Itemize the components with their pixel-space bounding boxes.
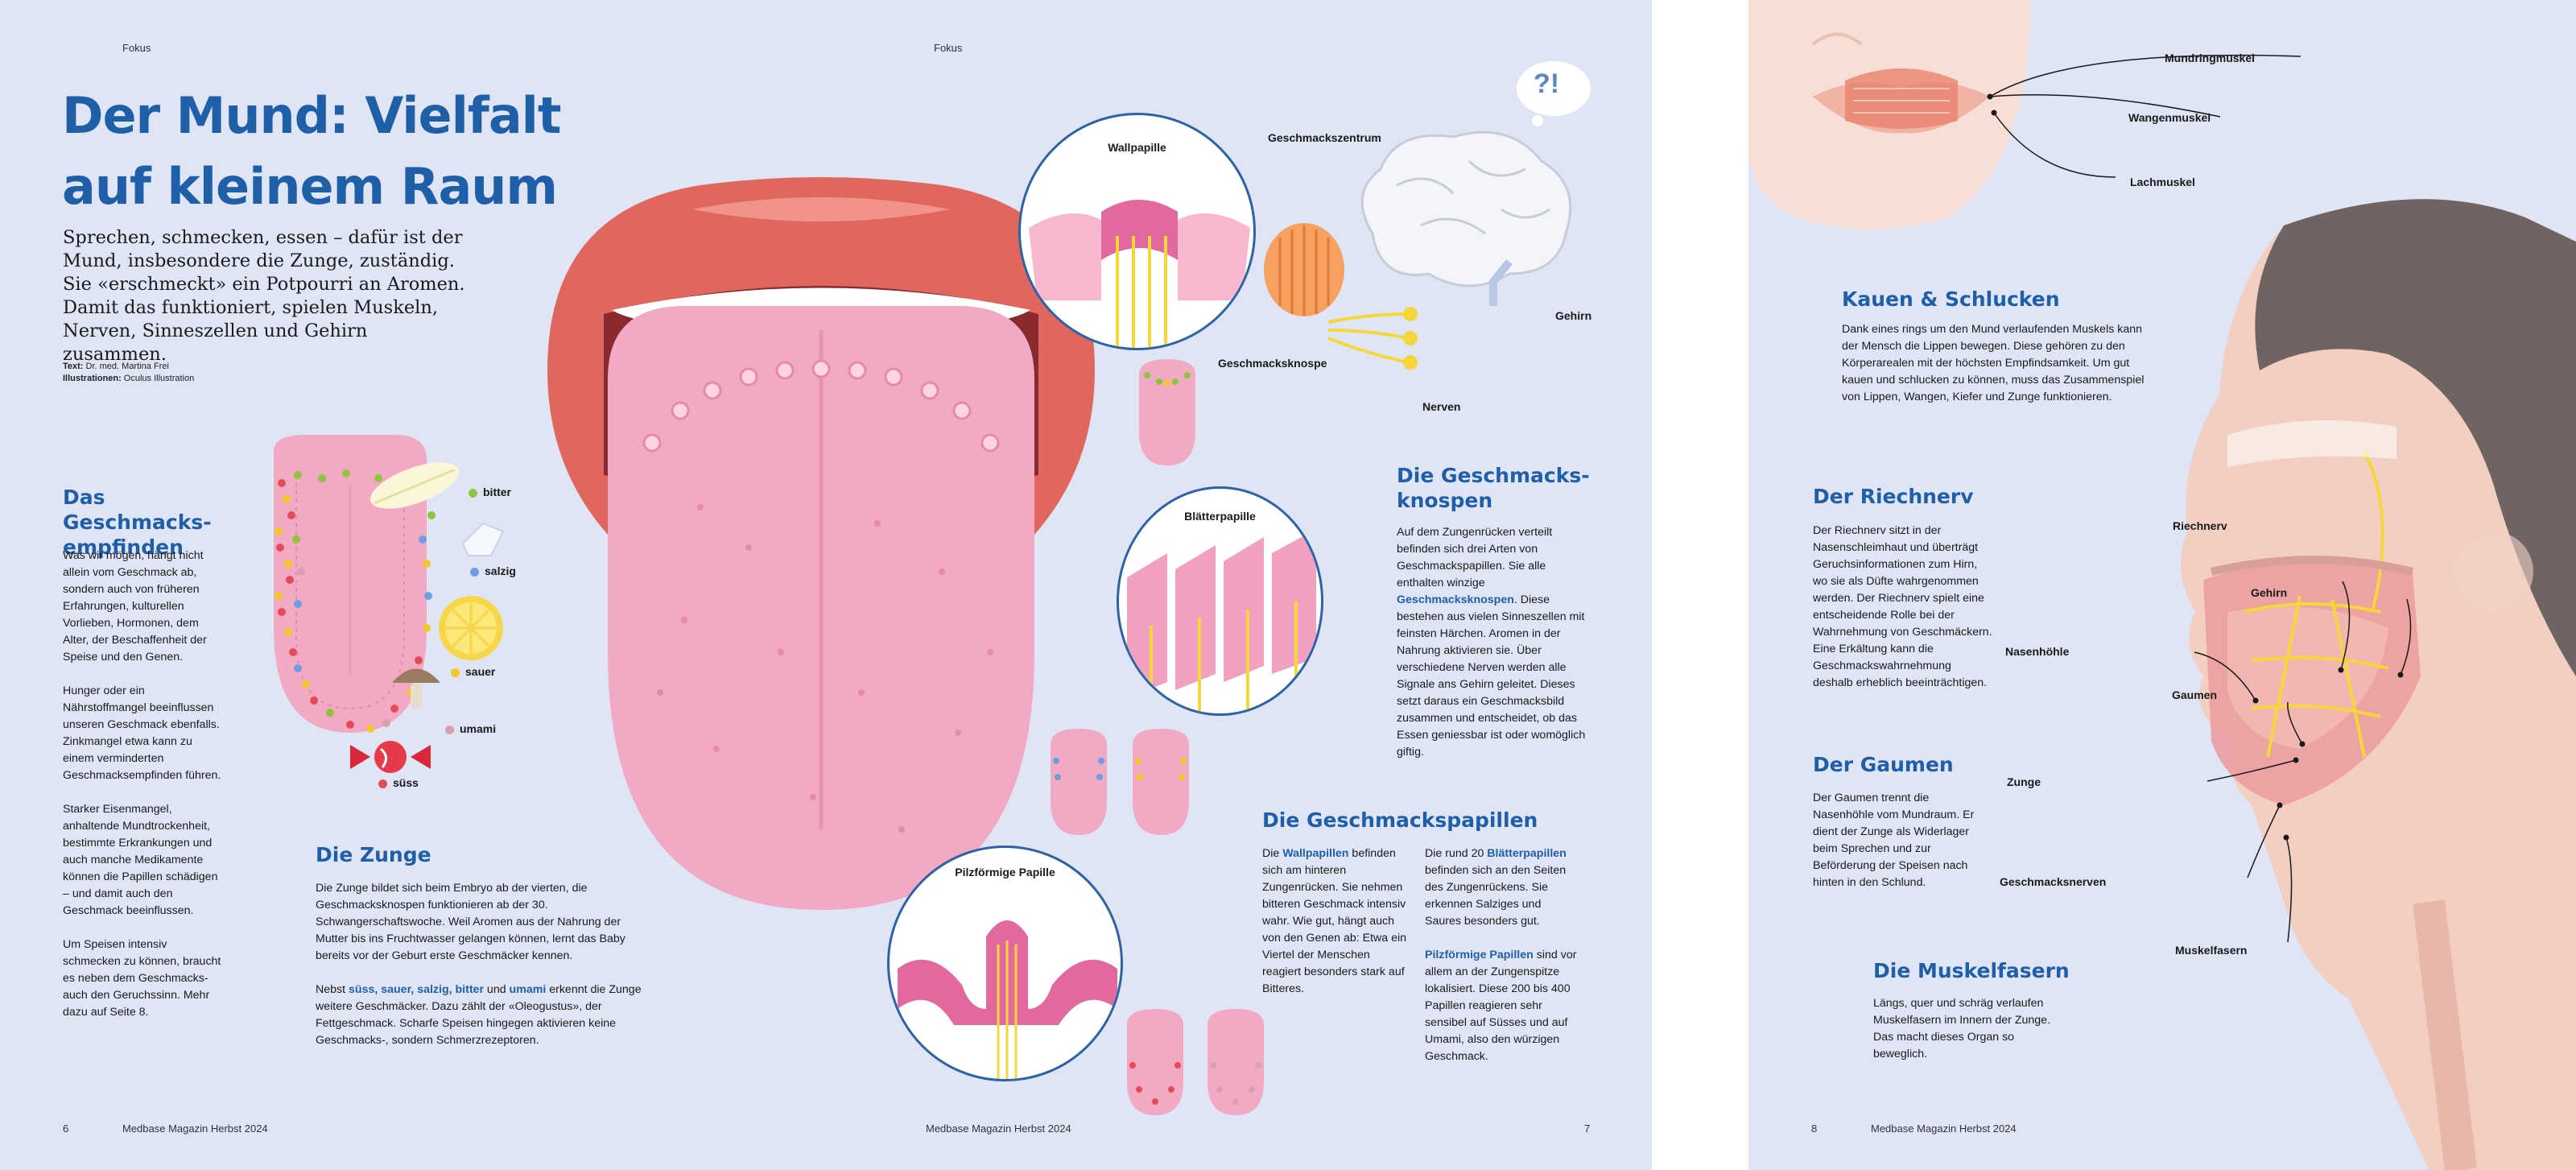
mini-tongue-wallpapillen	[1139, 359, 1195, 465]
pilzfoermige-papille-illustration	[898, 920, 1117, 1079]
taste-label-sauer: sauer	[451, 665, 495, 678]
mini-tongue-blaetterpapillen-1	[1051, 729, 1107, 835]
page-number-6: 6	[63, 1122, 69, 1135]
face-leader-lines	[1987, 54, 2301, 178]
label-pilzfoermige-papille: Pilzförmige Papille	[955, 866, 1055, 879]
heading-muskelfasern: Die Muskelfasern	[1873, 959, 2070, 982]
text-geschmackspapillen-col2: Die rund 20 Blätterpapillen befinden sic…	[1425, 847, 1577, 1063]
label-mundringmuskel: Mundringmuskel	[2165, 52, 2256, 64]
mushroom-icon	[392, 668, 440, 709]
label-zunge: Zunge	[2007, 775, 2041, 788]
face-mouth-illustration	[1748, 0, 2030, 229]
label-gaumen: Gaumen	[2172, 688, 2218, 701]
text-geschmacksknospen: Auf dem Zungenrücken verteilt befinden s…	[1397, 526, 1586, 759]
text-kauen-schlucken: Dank eines rings um den Mund verlaufende…	[1842, 323, 2145, 403]
text-zunge: Die Zunge bildet sich beim Embryo ab der…	[316, 882, 642, 1047]
kicker-page-6: Fokus	[122, 42, 151, 54]
suess-dot-icon	[378, 779, 387, 788]
label-gehirn-right: Gehirn	[2251, 586, 2288, 599]
head-profile-illustration	[2181, 199, 2576, 1170]
mouth-tongue-illustration	[547, 177, 1095, 910]
label-gehirn: Gehirn	[1555, 309, 1592, 322]
label-nasenhoehle: Nasenhöhle	[2005, 645, 2070, 658]
kicker-page-7: Fokus	[934, 42, 963, 54]
taste-label-salzig: salzig	[470, 564, 516, 577]
label-blaetterpapille: Blätterpapille	[1184, 510, 1256, 523]
thought-bubble-icon	[1517, 61, 1591, 126]
bitter-dot-icon	[469, 488, 477, 498]
lead-paragraph: Sprechen, schmecken, essen – dafür ist d…	[63, 227, 465, 365]
label-lachmuskel: Lachmuskel	[2130, 176, 2195, 188]
heading-geschmacksempfinden: Das Geschmacks-empfinden	[63, 486, 212, 559]
head-leader-lines	[2194, 581, 2412, 943]
taste-label-umami: umami	[445, 722, 496, 735]
thought-bubble-text: ?!	[1534, 68, 1560, 99]
taste-label-bitter: bitter	[469, 486, 511, 498]
footer-magazine-6: Medbase Magazin Herbst 2024	[122, 1122, 268, 1135]
text-geschmackspapillen-col1: Die Wallpapillen befinden sich am hinter…	[1262, 847, 1407, 995]
brain-illustration	[1360, 130, 1572, 306]
footer-magazine-8: Medbase Magazin Herbst 2024	[1871, 1122, 2017, 1135]
pilzfoermige-papille-detail-circle: Pilzförmige Papille	[887, 845, 1123, 1081]
candy-icon	[350, 741, 431, 773]
lemon-slice-icon	[439, 596, 503, 660]
label-geschmackszentrum: Geschmackszentrum	[1268, 131, 1381, 144]
text-gaumen: Der Gaumen trennt die Nasenhöhle vom Mun…	[1813, 792, 1975, 889]
label-geschmacksnerven: Geschmacksnerven	[2000, 875, 2107, 888]
taste-label-suess: süss	[378, 776, 419, 789]
blaetterpapille-illustration	[1127, 529, 1316, 713]
text-riechnerv: Der Riechnerv sitzt in der Nasenschleimh…	[1813, 524, 1992, 689]
taste-map-tongue-illustration	[274, 435, 427, 733]
nerves-illustration	[1327, 307, 1418, 370]
label-nerven: Nerven	[1422, 400, 1461, 413]
spread-page-8: Mundringmuskel Wangenmuskel Lachmuskel R…	[1748, 0, 2576, 1170]
heading-riechnerv: Der Riechnerv	[1813, 485, 1974, 508]
label-riechnerv: Riechnerv	[2173, 519, 2227, 532]
label-wallpapille: Wallpapille	[1108, 141, 1166, 154]
heading-gaumen: Der Gaumen	[1813, 753, 1954, 776]
heading-zunge: Die Zunge	[316, 843, 431, 866]
heading-kauen-schlucken: Kauen & Schlucken	[1842, 287, 2060, 311]
text-muskelfasern: Längs, quer und schräg verlaufen Muskelf…	[1873, 997, 2051, 1060]
blaetterpapille-detail-circle: Blätterpapille	[1117, 486, 1323, 716]
spread-pages-6-7: Fokus Fokus Der Mund: Vielfalt auf klein…	[0, 0, 1652, 1170]
wallpapille-detail-circle: Wallpapille	[1018, 113, 1256, 350]
page-title: Der Mund: Vielfalt auf kleinem Raum	[62, 86, 562, 216]
heading-geschmackspapillen: Die Geschmackspapillen	[1262, 808, 1538, 832]
heading-geschmacksknospen: Die Geschmacks-knospen	[1397, 464, 1590, 512]
mini-tongue-blaetterpapillen-2	[1133, 729, 1189, 835]
label-geschmacksknospe: Geschmacksknospe	[1218, 357, 1327, 370]
page-number-8: 8	[1811, 1122, 1818, 1135]
footer-magazine-7: Medbase Magazin Herbst 2024	[926, 1122, 1071, 1135]
label-muskelfasern: Muskelfasern	[2175, 944, 2248, 957]
mini-tongue-pilzfoermige-2	[1208, 1009, 1264, 1115]
credits: Text: Dr. med. Martina Frei Illustration…	[63, 362, 195, 383]
umami-dot-icon	[445, 725, 454, 734]
page-number-7: 7	[1584, 1122, 1591, 1135]
mini-tongue-pilzfoermige-1	[1127, 1009, 1183, 1115]
salzig-dot-icon	[470, 567, 479, 577]
taste-bud-illustration	[1264, 223, 1344, 316]
salt-crystal-icon	[461, 522, 505, 556]
bitter-leaf-icon	[369, 462, 460, 509]
wallpapille-illustration	[1029, 200, 1250, 348]
text-geschmacksempfinden: Was wir mögen, hängt nicht allein vom Ge…	[63, 549, 221, 1019]
sauer-dot-icon	[451, 668, 460, 677]
label-wangenmuskel: Wangenmuskel	[2128, 111, 2211, 124]
